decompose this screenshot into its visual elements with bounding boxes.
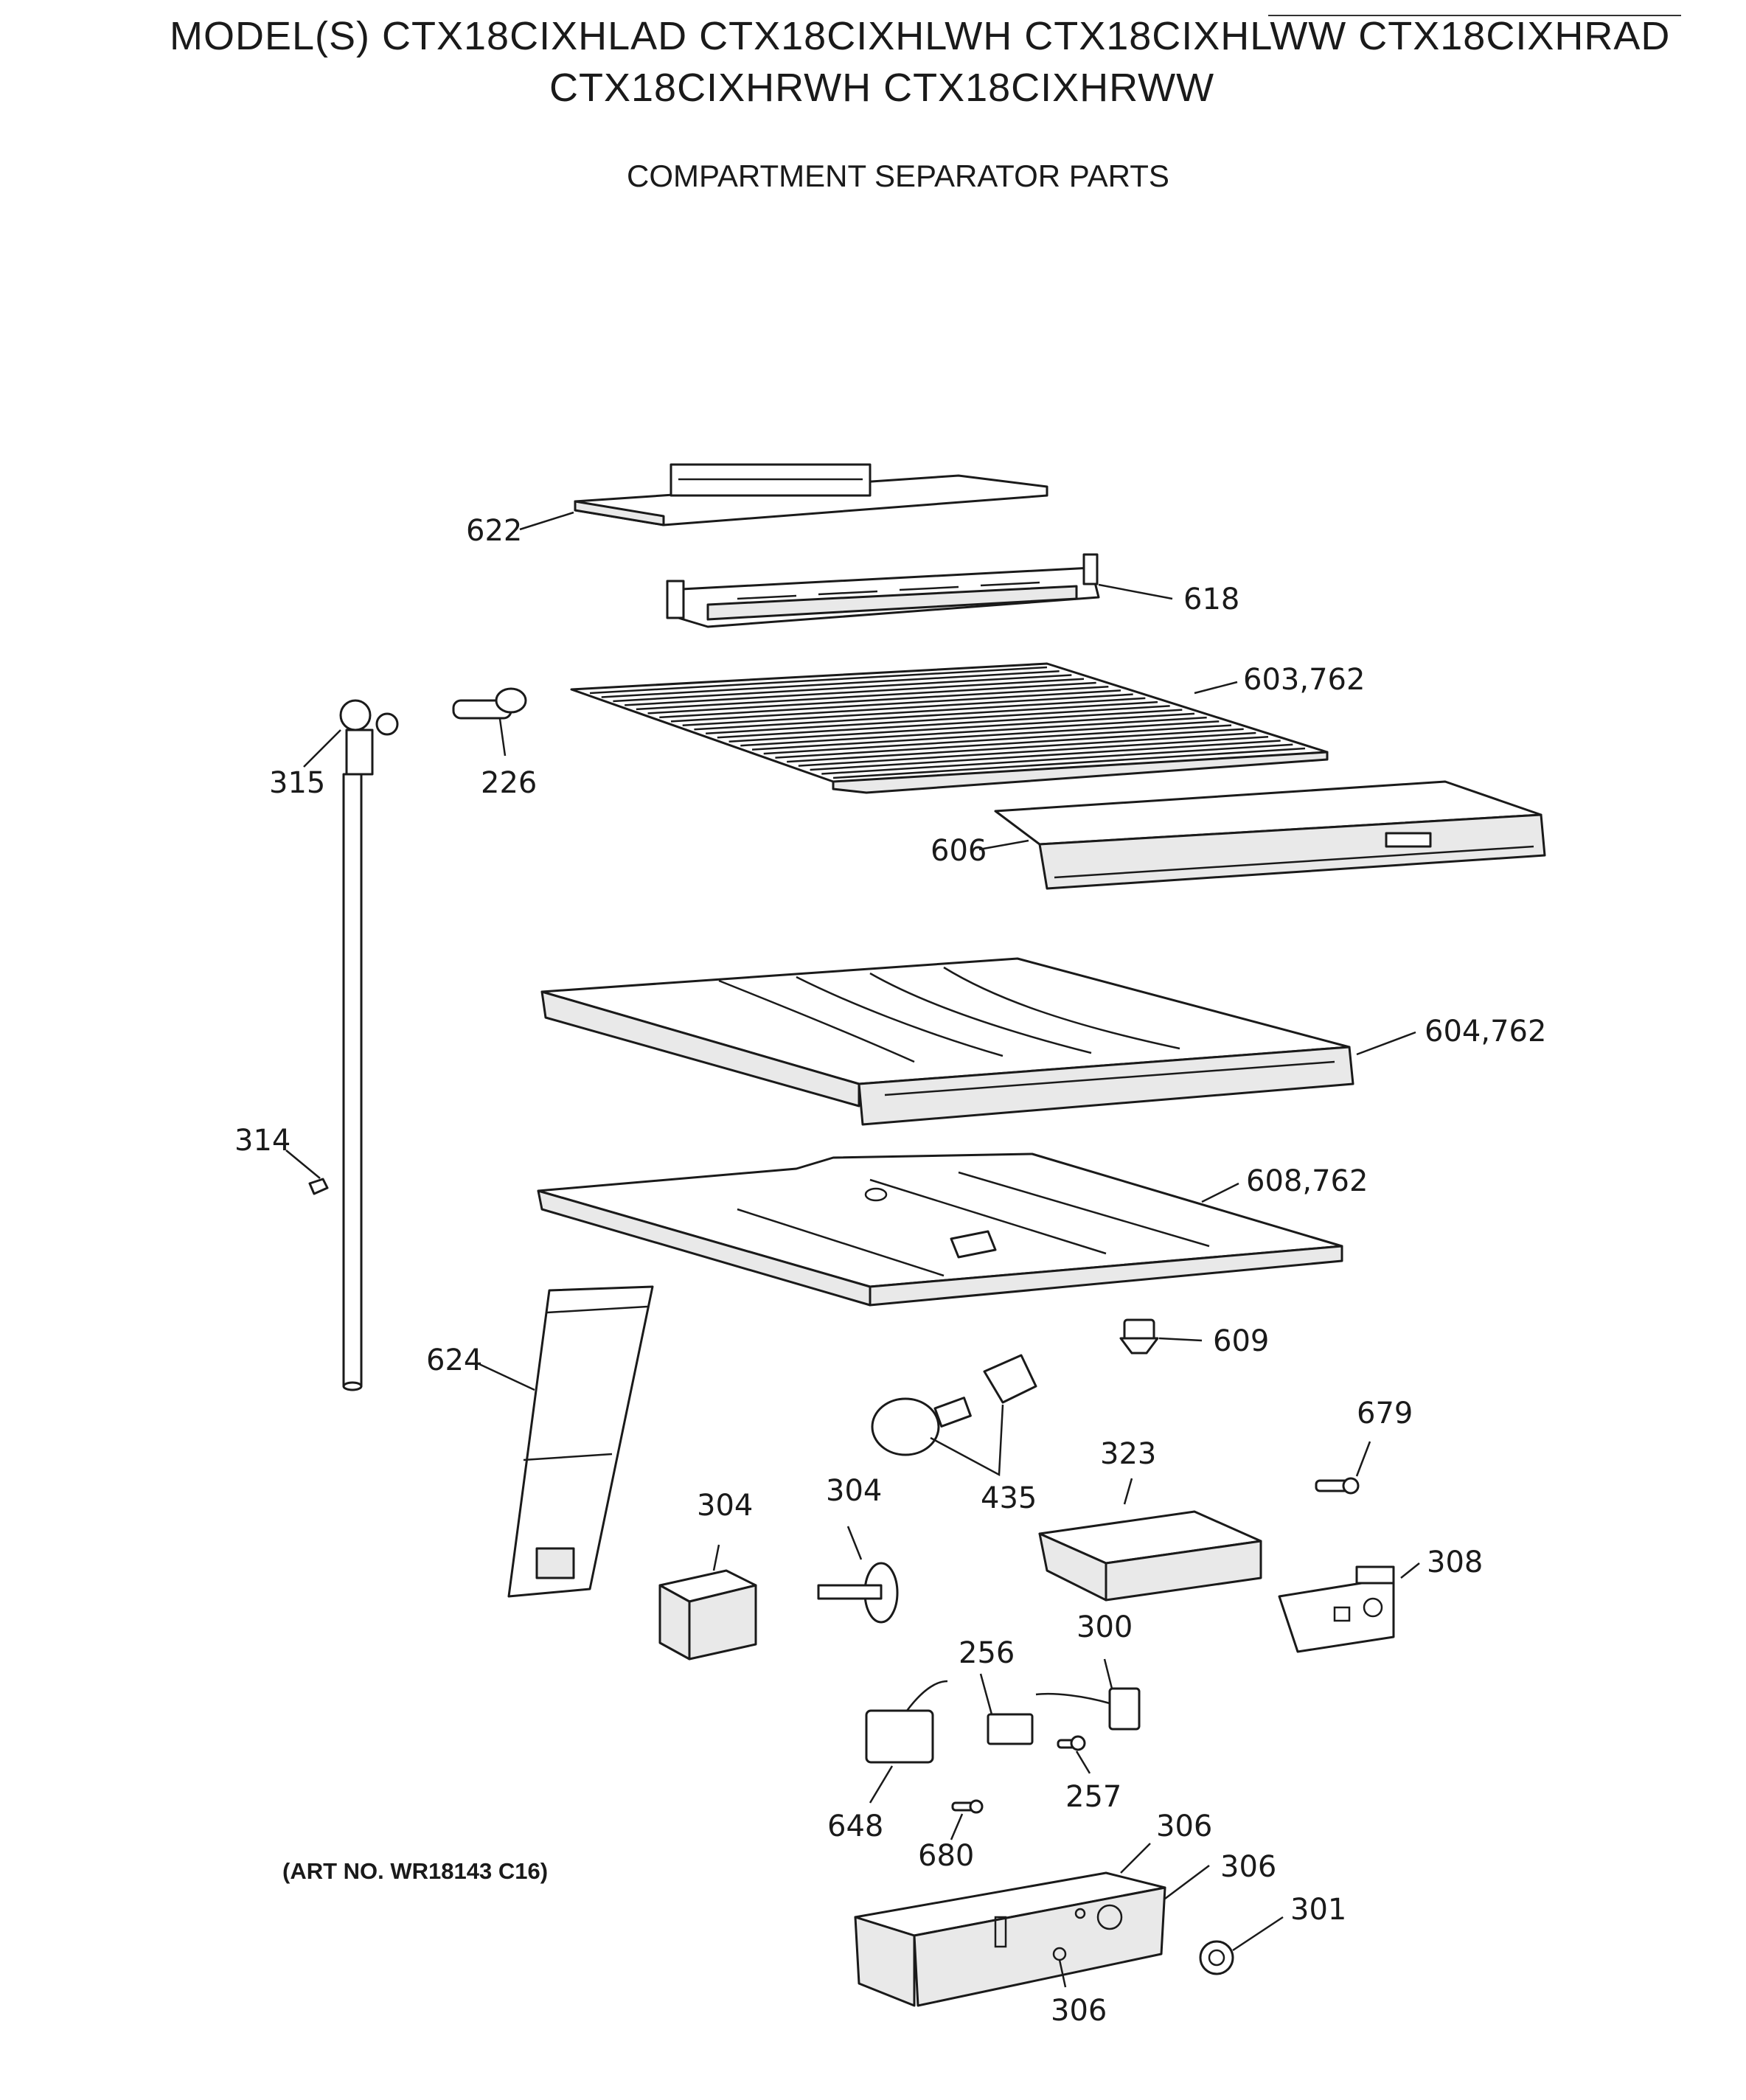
shelf-rib <box>821 743 1293 775</box>
callout-257: 257 <box>1065 1780 1121 1814</box>
part-315-pivot <box>339 699 399 776</box>
shelf-rib <box>740 716 1207 747</box>
callout-306c: 306 <box>1051 1994 1107 2028</box>
callout-679: 679 <box>1357 1397 1413 1430</box>
part-256-connector <box>987 1713 1034 1745</box>
shelf-rib <box>728 712 1195 743</box>
model-list-line-1: MODEL(S) CTX18CIXHLAD CTX18CIXHLWH CTX18… <box>170 14 1671 58</box>
shelf-rib <box>625 678 1085 706</box>
section-title: COMPARTMENT SEPARATOR PARTS <box>627 159 1169 193</box>
part-609-clip <box>1119 1318 1159 1355</box>
callout-314: 314 <box>234 1124 291 1158</box>
callout-618: 618 <box>1183 583 1239 616</box>
callout-648: 648 <box>827 1809 883 1843</box>
part-435-socket <box>983 1354 1037 1404</box>
part-304-knob <box>817 1562 899 1624</box>
callout-300: 300 <box>1077 1610 1133 1644</box>
shelf-rib <box>763 724 1232 755</box>
part-435-bulb <box>871 1397 972 1456</box>
shelf-rib <box>787 731 1256 763</box>
part-648-motor <box>865 1680 948 1764</box>
part-622-cover <box>574 463 1048 526</box>
callout-256: 256 <box>959 1636 1015 1670</box>
shelf-rib <box>832 747 1306 779</box>
shelf-rib <box>589 666 1048 695</box>
callout-315: 315 <box>269 766 325 800</box>
shelf-rib <box>810 740 1281 771</box>
callout-323: 323 <box>1100 1437 1156 1471</box>
callout-306b: 306 <box>1220 1850 1276 1884</box>
part-604-frame <box>540 957 1354 1126</box>
part-603-shelf <box>570 662 1329 794</box>
part-608-pan-cover <box>537 1152 1343 1307</box>
callout-308: 308 <box>1427 1546 1483 1579</box>
model-list-line-2: CTX18CIXHRWH CTX18CIXHRWW <box>549 66 1215 110</box>
callout-604: 604,762 <box>1425 1015 1546 1049</box>
callout-304a: 304 <box>697 1489 753 1523</box>
art-number: (ART NO. WR18143 C16) <box>282 1858 549 1884</box>
part-226-bushing <box>452 687 527 720</box>
shelf-rib <box>636 681 1096 711</box>
part-301-knob <box>1199 1940 1234 1975</box>
shelf-rib <box>601 670 1060 698</box>
callout-606: 606 <box>931 834 987 868</box>
part-680-screw <box>951 1799 984 1814</box>
shelf-rib <box>775 728 1244 759</box>
part-257-screw <box>1057 1735 1086 1751</box>
callout-226: 226 <box>481 766 537 800</box>
part-300-switch <box>1035 1687 1141 1731</box>
part-314-rod <box>342 773 363 1391</box>
shelf-rib <box>706 705 1170 735</box>
shelf-rib <box>647 685 1109 715</box>
part-314-clip <box>308 1178 329 1195</box>
callout-622: 622 <box>466 514 522 548</box>
callout-680: 680 <box>918 1839 974 1873</box>
part-618-duct <box>666 553 1100 628</box>
shelf-rib <box>682 697 1146 727</box>
shelf-rib <box>659 689 1121 719</box>
callout-301: 301 <box>1290 1893 1346 1927</box>
part-306-housing <box>854 1871 1166 2007</box>
callout-603: 603,762 <box>1243 663 1365 697</box>
callout-435: 435 <box>981 1481 1037 1515</box>
shelf-rib <box>694 700 1158 731</box>
part-679-screw <box>1315 1477 1360 1495</box>
callout-304b: 304 <box>826 1474 882 1508</box>
callout-624: 624 <box>426 1343 482 1377</box>
shelf-rib <box>717 709 1183 739</box>
callout-608: 608,762 <box>1246 1164 1368 1198</box>
callout-306a: 306 <box>1156 1809 1212 1843</box>
part-624-divider <box>507 1285 654 1598</box>
shelf-rib <box>751 720 1220 751</box>
part-606-trim <box>994 780 1546 890</box>
header-rule <box>1268 15 1681 16</box>
shelf-rib <box>670 693 1133 723</box>
callout-609: 609 <box>1213 1324 1269 1358</box>
shelf-rib <box>613 674 1072 703</box>
shelf-rib <box>798 736 1269 767</box>
part-304-housing <box>658 1569 757 1661</box>
part-323-shield <box>1038 1510 1262 1602</box>
part-308-bracket <box>1278 1565 1395 1653</box>
